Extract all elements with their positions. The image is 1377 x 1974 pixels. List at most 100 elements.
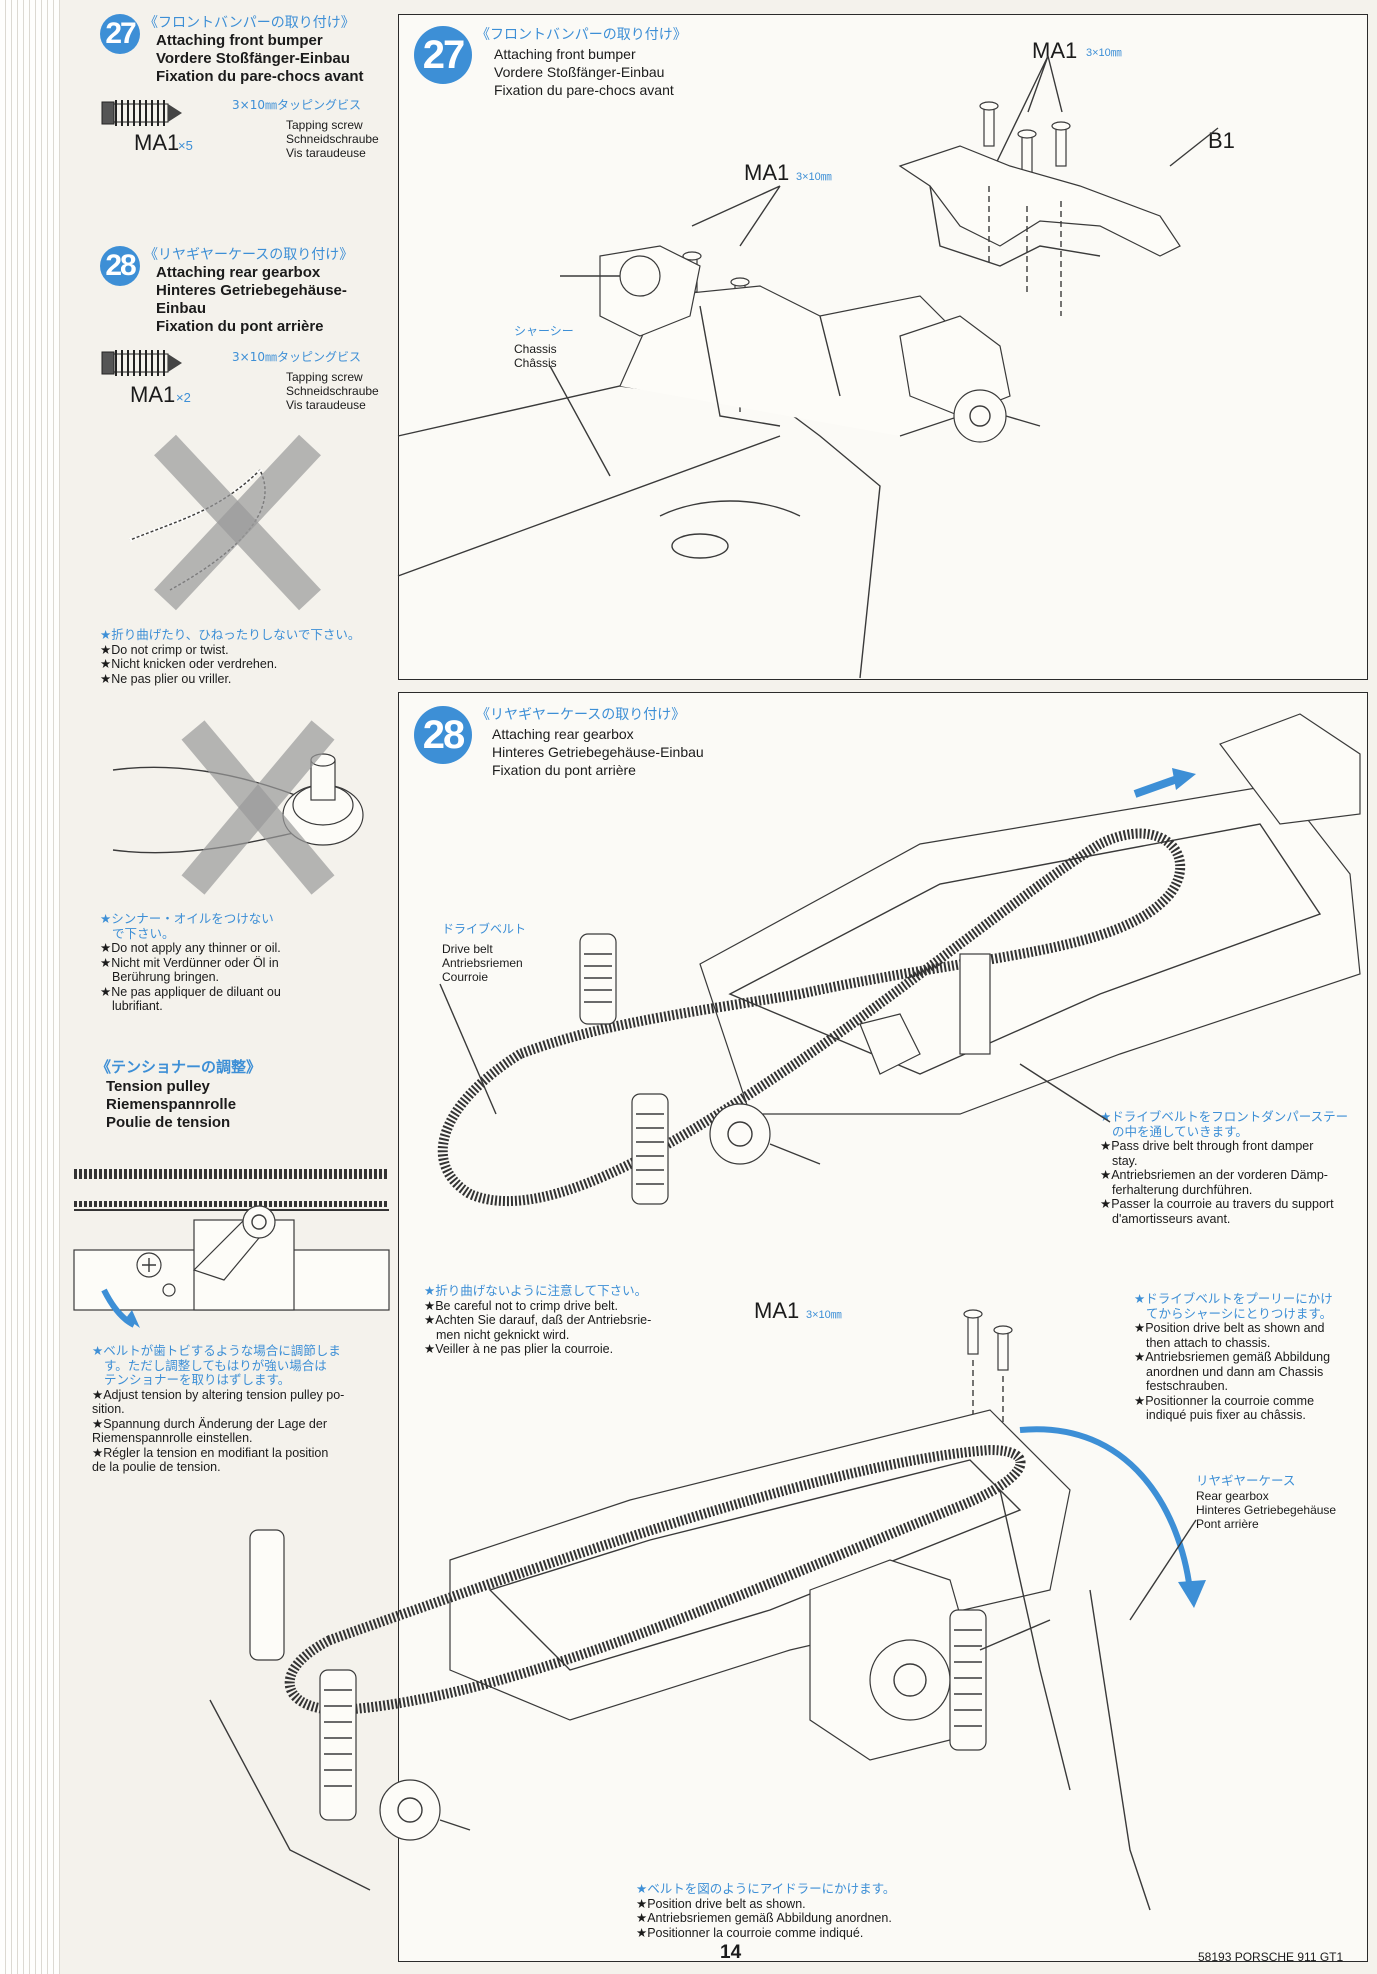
panel-27-en: Attaching front bumper [494,46,636,62]
note-position-de1: ★Antriebsriemen gemäß Abbildung [1134,1350,1331,1364]
belt-en: Drive belt [442,942,493,956]
note-crimp: ★折り曲げたり、ひねったりしないで下さい。 ★Do not crimp or t… [100,627,361,686]
tension-de: Riemenspannrolle [106,1096,237,1113]
note-tension-jp1: ★ベルトが歯トビするような場合に調節しま [92,1343,341,1358]
note-tension-de2: Riemenspannrolle einstellen. [92,1431,253,1445]
note-crimp-belt-de2: men nicht geknickt wird. [436,1327,570,1342]
note-crimp-belt-fr: ★Veiller à ne pas plier la courroie. [424,1342,614,1356]
gearbox-label-en: Rear gearbox [1196,1489,1269,1503]
screw-spec: 3×10㎜タッピングビス [232,98,361,112]
screw-de: Schneidschraube [286,132,379,146]
note-pass-belt: ★ドライブベルトをフロントダンパーステー の中を通していきます。 ★Pass d… [1100,1109,1349,1226]
note-position-fr1: ★Positionner la courroie comme [1134,1393,1315,1408]
note-position-de2: anordnen und dann am Chassis [1146,1364,1324,1379]
tension-fr: Poulie de tension [106,1114,231,1131]
screw-fr: Vis taraudeuse [286,398,366,412]
panel-28-jp-title: 《リヤギヤーケースの取り付け》 [476,707,686,723]
page-number: 14 [720,1942,742,1963]
tension-jp-title: 《テンショナーの調整》 [96,1058,262,1076]
note-position-fr2: indiqué puis fixer au châssis. [1146,1408,1306,1422]
panel-27-jp-title: 《フロントバンパーの取り付け》 [476,27,687,43]
note-tension-fr1: ★Régler la tension en modifiant la posit… [92,1445,329,1460]
step-28-en-title: Attaching rear gearbox [156,264,321,281]
note-thinner-fr1: ★Ne pas appliquer de diluant ou [100,984,281,999]
note-tension-jp2: す。ただし調整してもはりが強い場合は [104,1357,327,1373]
note-position-jp1: ★ドライブベルトをプーリーにかけ [1134,1291,1333,1306]
tension-pulley-illustration [73,1169,390,1328]
note-thinner-fr2: lubrifiant. [112,999,163,1013]
panel-28-en: Attaching rear gearbox [492,726,634,742]
screw-spec: 3×10㎜タッピングビス [232,350,361,364]
belt-jp: ドライブベルト [442,922,527,936]
rear-gearbox-mount-drawing [209,1309,1206,1911]
note-position-jp2: てからシャーシにとりつけます。 [1146,1305,1333,1321]
screw-ma1-icon [963,1309,1013,1371]
note-tension-jp3: テンショナーを取りはずします。 [104,1372,291,1387]
chassis-en: Chassis [514,342,557,356]
step-28-jp-title: 《リヤギヤーケースの取り付け》 [144,247,354,263]
note-thinner-en: ★Do not apply any thinner or oil. [100,941,281,955]
note-thinner-de1: ★Nicht mit Verdünner oder Öl in [100,955,279,970]
belt-de: Antriebsriemen [442,956,523,970]
note-crimp-belt-jp: ★折り曲げないように注意して下さい。 [424,1283,648,1298]
note-pass-en1: ★Pass drive belt through front damper [1100,1139,1314,1153]
note-crimp-belt-en: ★Be careful not to crimp drive belt. [424,1298,618,1313]
note-thinner-jp1: ★シンナー・オイルをつけない [100,911,274,926]
note-tension-en1: ★Adjust tension by altering tension pull… [92,1387,345,1402]
part-ma1: MA1 [130,382,176,407]
note-crimp-belt: ★折り曲げないように注意して下さい。 ★Be careful not to cr… [424,1283,652,1357]
step-27-badge: 27 [100,14,140,54]
tension-en: Tension pulley [106,1078,210,1095]
panel-27-fr: Fixation du pare-chocs avant [494,82,674,98]
screw-icon [101,100,182,126]
chassis-fr: Châssis [514,356,557,370]
panel-28-part-ma1: MA1 [754,1298,800,1323]
panel-28-fr: Fixation du pont arrière [492,762,636,778]
note-thinner: ★シンナー・オイルをつけない で下さい。 ★Do not apply any t… [100,911,281,1014]
note-position-de3: festschrauben. [1146,1379,1228,1393]
step-27-en-title: Attaching front bumper [156,32,323,49]
note-idler-jp: ★ベルトを図のようにアイドラーにかけます。 [636,1881,896,1896]
panel-27-part-top: MA1 [1032,38,1078,63]
note-crimp-de: ★Nicht knicken oder verdrehen. [100,657,278,671]
front-bumper-assembly-drawing [397,55,1219,679]
screw-de: Schneidschraube [286,384,379,398]
panel-27-spec-left: 3×10㎜ [796,171,832,183]
screw-icon [101,350,182,376]
panel-27-de: Vordere Stoßfänger-Einbau [494,64,665,80]
note-idler-de: ★Antriebsriemen gemäß Abbildung anordnen… [636,1911,892,1925]
panel-27-spec-top: 3×10㎜ [1086,47,1122,59]
step-27-jp-title: 《フロントバンパーの取り付け》 [144,15,355,31]
panel-28-spec-ma1: 3×10㎜ [806,1309,842,1321]
note-position-en2: then attach to chassis. [1146,1335,1271,1350]
belt-fr: Courroie [442,970,489,984]
step-27-fr-title: Fixation du pare-chocs avant [156,68,364,85]
part-qty: ×5 [178,138,193,153]
note-idler-en: ★Position drive belt as shown. [636,1896,806,1911]
gearbox-label: リヤギヤーケース Rear gearbox Hinteres Getriebeg… [1196,1470,1336,1531]
note-pass-fr2: d'amortisseurs avant. [1112,1211,1231,1226]
oil-pulley-illustration [112,720,364,895]
note-pass-jp1: ★ドライブベルトをフロントダンパーステー [1100,1109,1349,1124]
note-pass-de2: ferhalterung durchführen. [1112,1182,1253,1197]
step-27-de-title: Vordere Stoßfänger-Einbau [156,50,350,67]
note-position-en1: ★Position drive belt as shown and [1134,1321,1325,1335]
screw-en: Tapping screw [286,370,363,384]
gearbox-label-jp: リヤギヤーケース [1196,1473,1296,1488]
panel-27-part-left: MA1 [744,160,790,185]
chassis-jp: シャーシー [514,324,574,338]
note-crimp-belt-de1: ★Achten Sie darauf, daß der Antriebsrie- [424,1313,652,1327]
panel-27-badge: 27 [414,26,472,84]
panel-28-de: Hinteres Getriebegehäuse-Einbau [492,744,704,760]
gearbox-label-de: Hinteres Getriebegehäuse [1196,1503,1337,1517]
note-thinner-de2: Berührung bringen. [112,970,220,984]
note-idler-fr: ★Positionner la courroie comme indiqué. [636,1925,864,1940]
part-ma1: MA1 [134,130,180,155]
note-pass-jp2: の中を通していきます。 [1112,1123,1248,1139]
page-edges [0,0,60,1974]
panel-28-badge: 28 [414,706,472,764]
note-position-belt: ★ドライブベルトをプーリーにかけ てからシャーシにとりつけます。 ★Positi… [1134,1291,1333,1423]
note-idler: ★ベルトを図のようにアイドラーにかけます。 ★Position drive be… [636,1881,896,1940]
rear-gearbox-belt-drawing [437,713,1361,1207]
note-crimp-jp: ★折り曲げたり、ひねったりしないで下さい。 [100,627,361,642]
